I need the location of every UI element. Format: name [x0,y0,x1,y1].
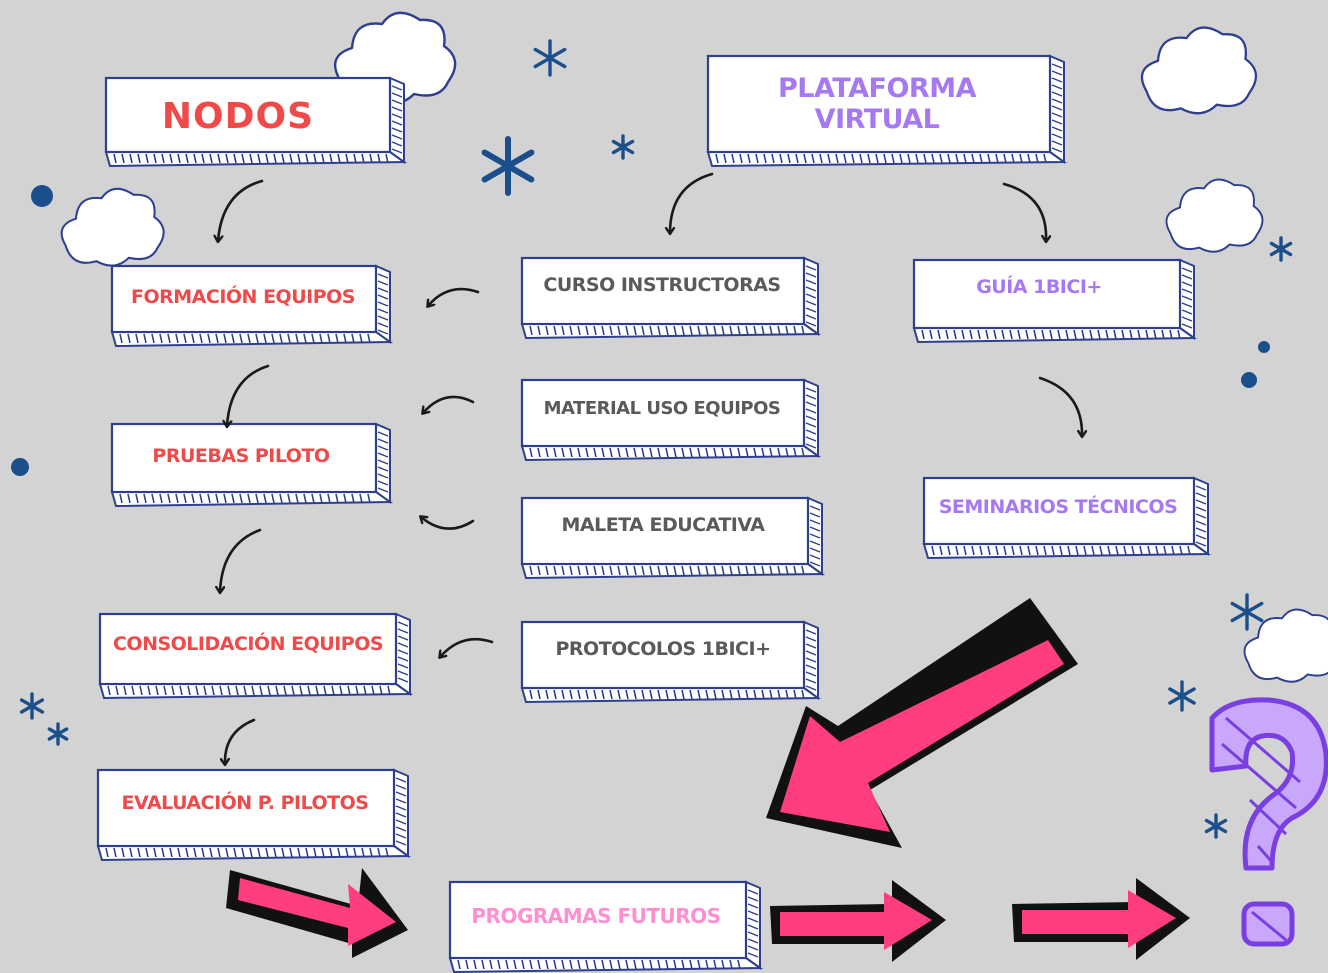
dot-icon [11,458,29,476]
seminarios-box [922,476,1212,560]
cloud-icon [1165,178,1264,253]
programas-box [448,880,764,973]
dot-icon [1258,341,1270,353]
star-icon [47,722,69,746]
curved-arrow-icon [225,718,256,764]
big-arrow-icon [1012,878,1190,960]
big-arrow-icon [770,880,946,962]
evaluacion-box [96,768,412,862]
star-icon [19,692,45,720]
star-icon [1204,813,1228,839]
material-box [520,378,822,462]
cloud-icon [60,187,165,267]
question-mark-icon [1209,697,1328,947]
curved-arrow-icon [428,287,480,306]
curved-arrow-icon [421,517,475,530]
cloud-icon [1140,26,1257,115]
big-arrow-icon [226,868,408,958]
formacion-box [110,264,394,348]
plataforma-box [706,54,1068,168]
curved-arrow-icon [220,528,262,592]
maleta-box [520,496,826,580]
curso-box [520,256,822,340]
consolidacion-box [98,612,414,700]
curved-arrow-icon [423,395,475,413]
star-icon [1230,593,1264,631]
star-icon [1269,236,1293,262]
curved-arrow-icon [1038,376,1082,436]
star-icon [481,136,535,196]
curved-arrow-icon [1002,182,1046,241]
star-icon [611,134,635,160]
big-arrow-icon [766,598,1078,848]
curved-arrow-icon [227,364,270,426]
protocolos-box [520,620,822,704]
nodos-box [104,76,408,168]
pruebas-box [110,422,394,508]
dot-icon [1241,372,1257,388]
curved-arrow-icon [218,179,264,241]
star-icon [533,39,567,77]
cloud-icon [1243,608,1328,683]
guia-box [912,258,1198,344]
star-icon [1168,680,1196,712]
curved-arrow-icon [670,172,714,233]
dot-icon [31,185,53,207]
curved-arrow-icon [440,637,494,657]
